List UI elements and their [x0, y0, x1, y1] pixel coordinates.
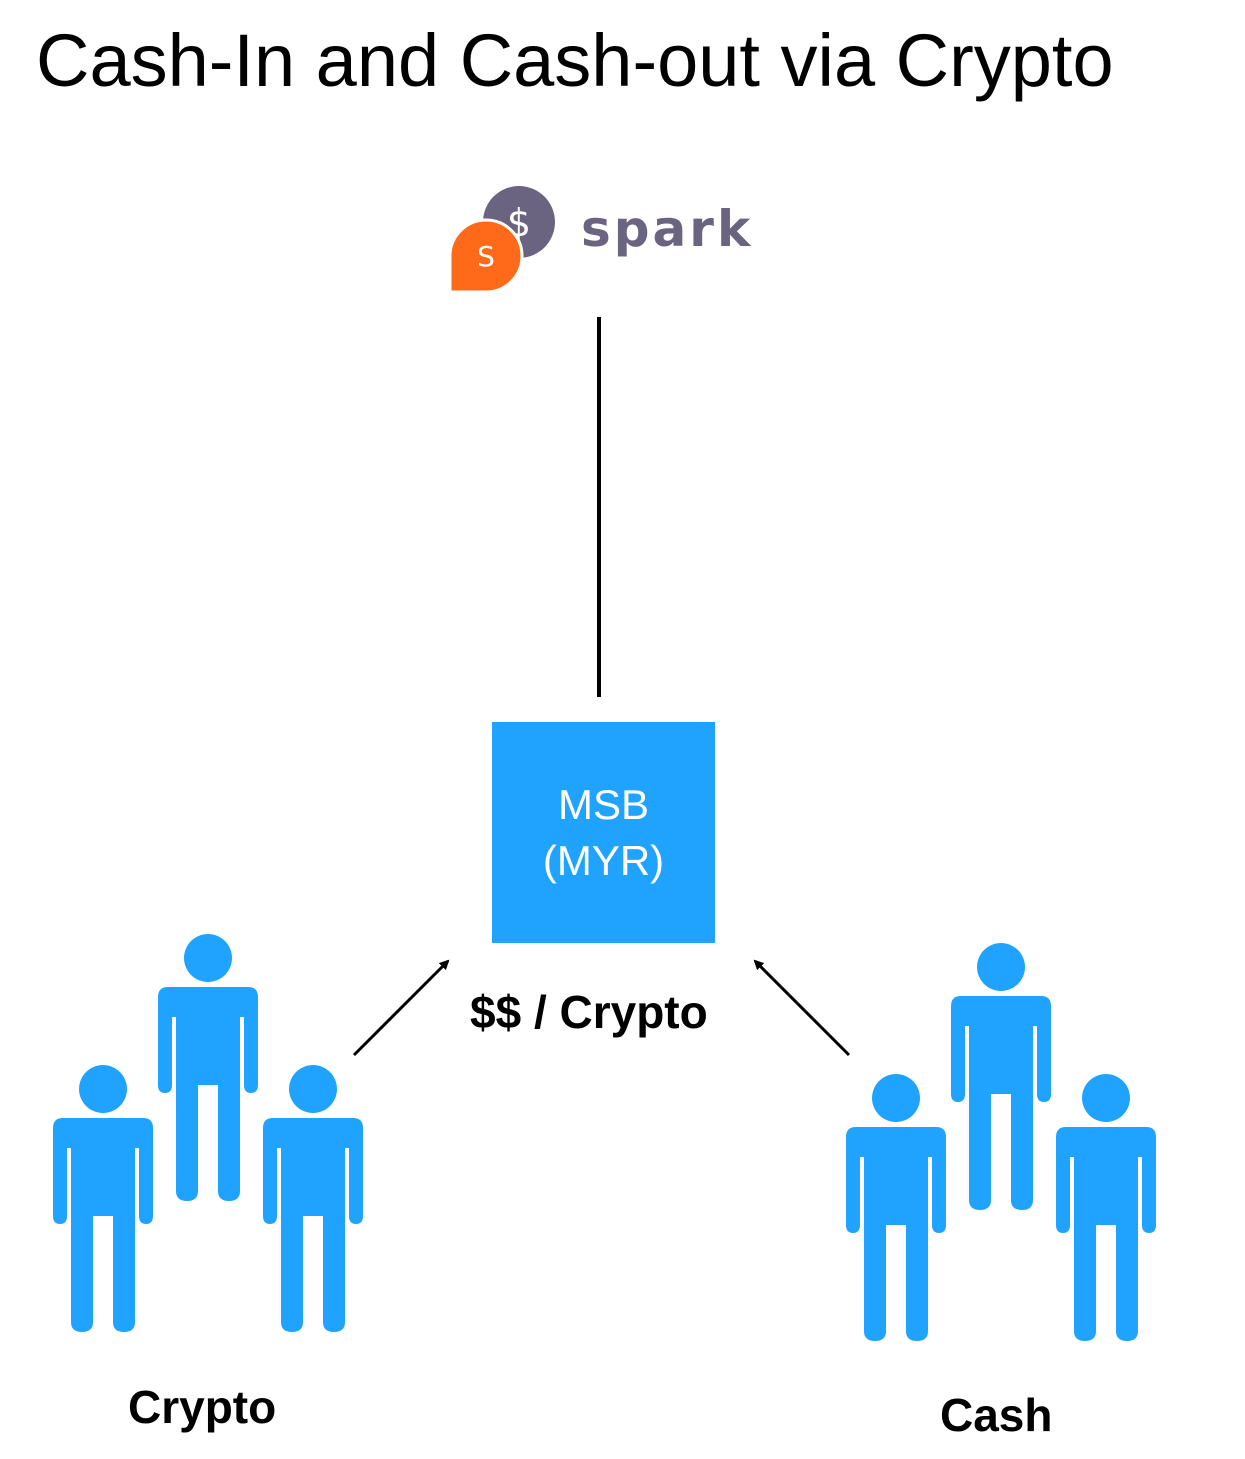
person-icon	[263, 1065, 363, 1332]
page-title: Cash-In and Cash-out via Crypto	[36, 19, 1114, 102]
cash-group-label: Cash	[940, 1389, 1053, 1441]
msb-node: MSB (MYR)	[492, 722, 715, 943]
person-icon	[53, 1065, 153, 1332]
spark-wordmark: spark	[581, 200, 754, 258]
right-arrow	[753, 959, 851, 1057]
msb-currency: (MYR)	[542, 836, 665, 884]
left-arrow	[352, 959, 450, 1057]
person-icon	[846, 1074, 946, 1341]
crypto-group-label: Crypto	[128, 1381, 277, 1433]
connector-line	[597, 317, 601, 697]
spark-badge-icon: $ S	[448, 186, 555, 294]
spark-logo: $ S spark	[448, 184, 768, 296]
person-icon	[951, 943, 1051, 1210]
s-letter: S	[477, 240, 495, 273]
msb-title: MSB	[557, 780, 649, 828]
s-badge-icon	[448, 218, 524, 294]
flow-label: $$ / Crypto	[470, 986, 708, 1038]
person-icon	[1056, 1074, 1156, 1341]
person-icon	[158, 934, 258, 1201]
